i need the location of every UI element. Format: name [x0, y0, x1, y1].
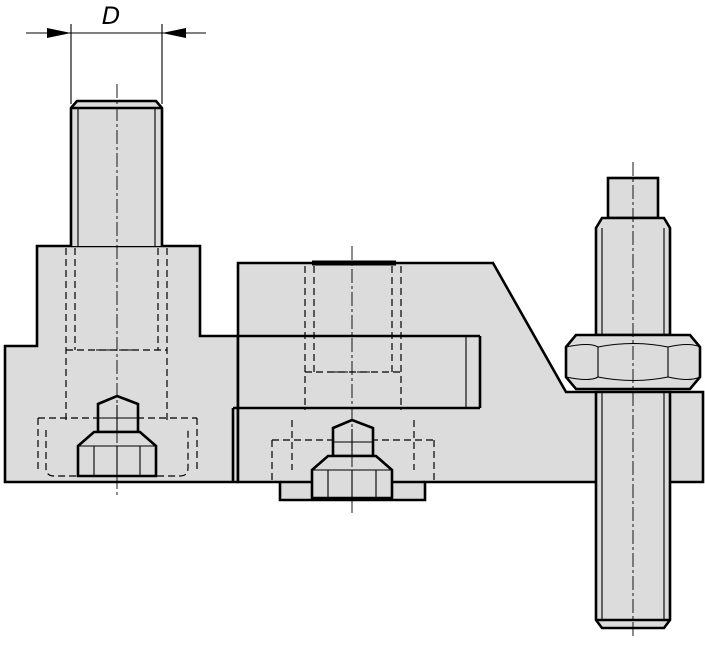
right-bore-hidden	[595, 392, 671, 482]
dimension-label: D	[102, 2, 120, 30]
hex-nut	[564, 333, 702, 391]
center-lines	[96, 84, 634, 636]
arm-slot	[231, 334, 482, 482]
arrowhead-right	[162, 28, 186, 38]
dimension-d: D	[26, 2, 206, 104]
left-clamp-body	[3, 244, 240, 484]
arrowhead-left	[47, 28, 71, 38]
left-stud	[69, 99, 164, 246]
